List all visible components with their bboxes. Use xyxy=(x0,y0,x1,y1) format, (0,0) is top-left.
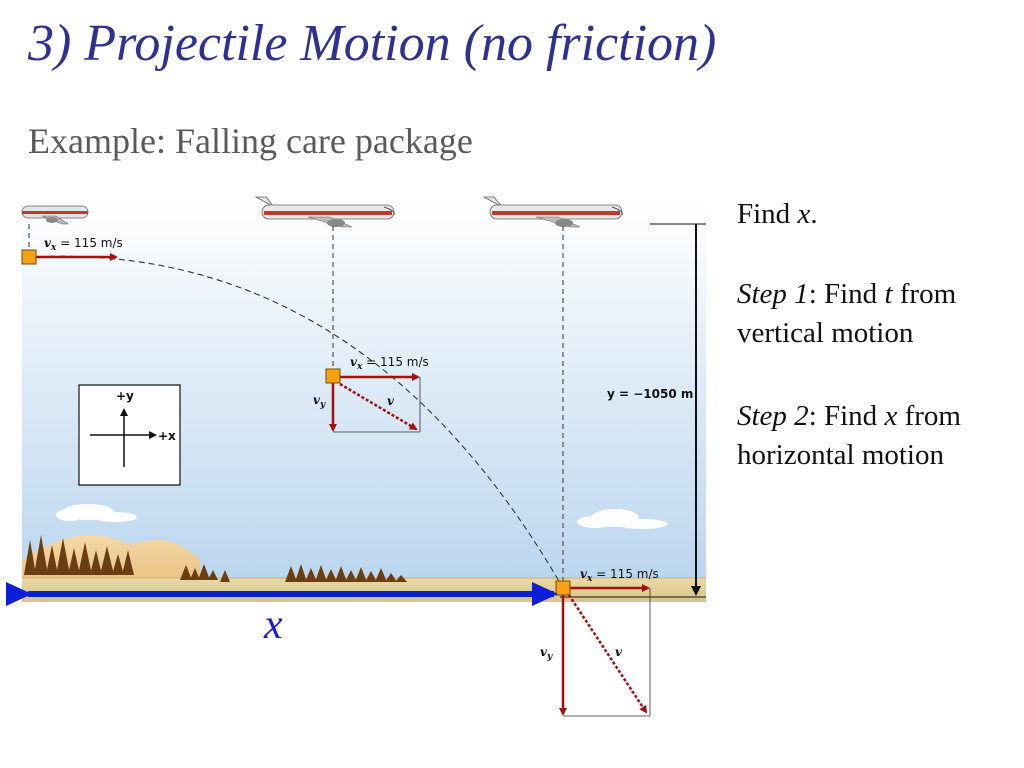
vx-label: vx = 115 m/s xyxy=(350,355,429,372)
step-2-note: Step 2: Find x from horizontal motion xyxy=(737,400,961,471)
vy-label: vy xyxy=(540,645,553,662)
airplane xyxy=(21,205,89,225)
trajectory-curve xyxy=(28,255,564,589)
v-label: v xyxy=(387,394,395,408)
cloud xyxy=(56,504,137,522)
v-label: v xyxy=(615,645,623,659)
step-2-label: Step 2 xyxy=(737,400,809,432)
step-1-note: Step 1: Find t from vertical motion xyxy=(737,278,957,349)
care-package xyxy=(325,368,341,384)
find-x-note: Find x. xyxy=(737,198,818,230)
slide-subtitle: Example: Falling care package xyxy=(28,121,473,161)
axis-plus-x-label: +x xyxy=(158,429,176,443)
axis-legend: +y +x xyxy=(78,384,181,486)
care-package xyxy=(21,249,37,265)
airplane xyxy=(254,196,395,228)
vx-label: vx = 115 m/s xyxy=(44,236,123,253)
care-package xyxy=(555,580,571,596)
axis-plus-y-label: +y xyxy=(116,389,134,403)
vy-label: vy xyxy=(313,393,326,410)
cloud xyxy=(577,509,668,529)
step-1-label: Step 1 xyxy=(737,278,809,310)
vx-label: vx = 115 m/s xyxy=(580,567,659,584)
v-resultant-arrow xyxy=(567,594,648,714)
distance-label: x xyxy=(263,602,283,648)
airplane xyxy=(482,196,623,228)
find-var: x xyxy=(797,198,811,230)
slide-title: 3) Projectile Motion (no friction) xyxy=(28,15,717,72)
height-label: y = −1050 m xyxy=(607,387,693,401)
